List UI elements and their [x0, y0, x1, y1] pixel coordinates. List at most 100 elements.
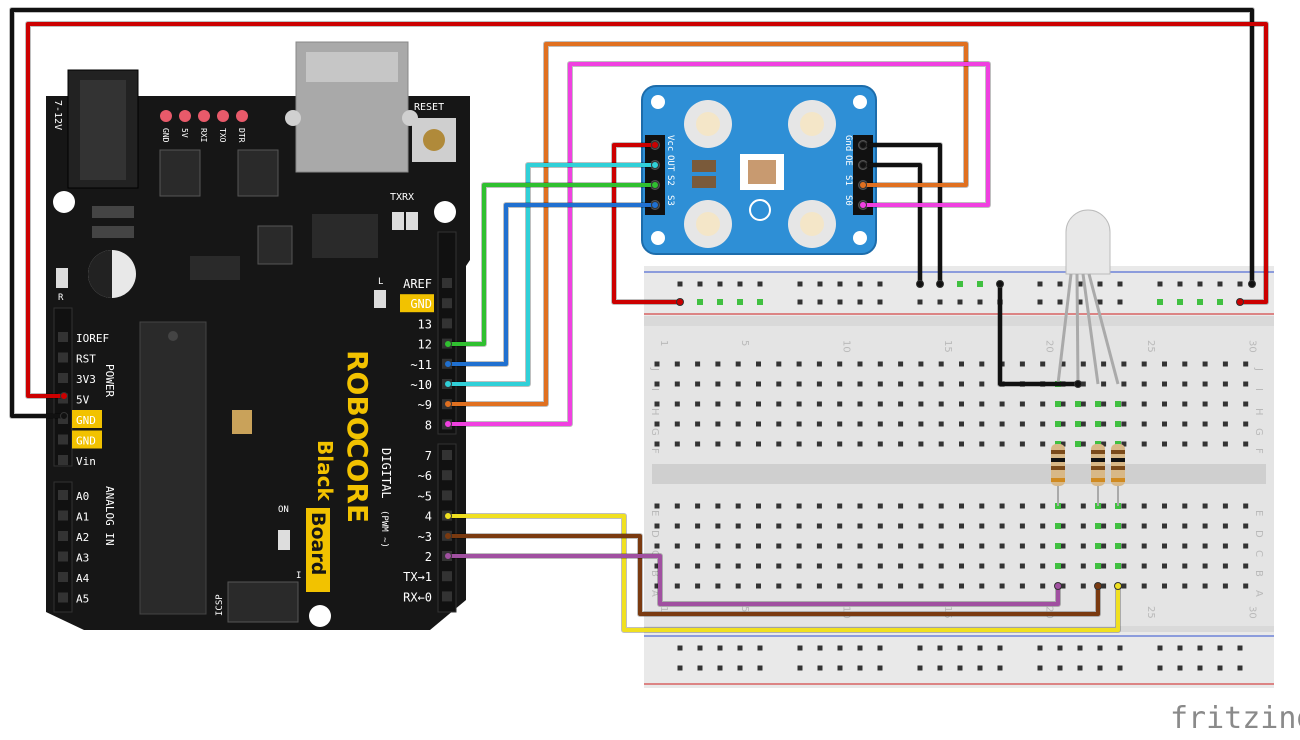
- breadboard-hole[interactable]: [877, 401, 883, 407]
- breadboard-hole[interactable]: [857, 361, 863, 367]
- breadboard-hole[interactable]: [959, 361, 964, 367]
- breadboard-hole[interactable]: [1222, 503, 1228, 509]
- breadboard-hole[interactable]: [695, 503, 701, 509]
- breadboard-hole[interactable]: [1182, 401, 1188, 407]
- rail-hole[interactable]: [1097, 645, 1103, 651]
- connected-hole[interactable]: [697, 299, 703, 305]
- rail-hole[interactable]: [737, 665, 743, 671]
- breadboard-hole[interactable]: [674, 421, 680, 427]
- breadboard-hole[interactable]: [1040, 401, 1046, 407]
- breadboard-hole[interactable]: [918, 583, 924, 589]
- breadboard-hole[interactable]: [837, 441, 843, 447]
- rail-hole[interactable]: [797, 299, 803, 305]
- breadboard-hole[interactable]: [756, 503, 761, 509]
- oe-sensor-wire[interactable]: [863, 163, 922, 284]
- breadboard-hole[interactable]: [1141, 563, 1147, 569]
- wire-end[interactable]: [651, 141, 659, 149]
- breadboard-hole[interactable]: [776, 441, 782, 447]
- breadboard-hole[interactable]: [1101, 503, 1107, 509]
- breadboard-hole[interactable]: [1101, 401, 1107, 407]
- breadboard-hole[interactable]: [1141, 523, 1147, 529]
- rail-hole[interactable]: [1037, 299, 1043, 305]
- rail-hole[interactable]: [757, 665, 763, 671]
- header-pin[interactable]: [58, 592, 68, 603]
- rail-hole[interactable]: [1237, 281, 1243, 287]
- breadboard-hole[interactable]: [1019, 563, 1025, 569]
- breadboard-hole[interactable]: [816, 523, 822, 529]
- breadboard-hole[interactable]: [1060, 543, 1066, 549]
- rail-hole[interactable]: [1117, 299, 1123, 305]
- breadboard-hole[interactable]: [1121, 421, 1127, 427]
- rail-hole[interactable]: [877, 281, 883, 287]
- breadboard-hole[interactable]: [1101, 361, 1107, 367]
- breadboard-hole[interactable]: [816, 583, 822, 589]
- breadboard-hole[interactable]: [1243, 381, 1249, 387]
- connected-hole[interactable]: [977, 281, 983, 287]
- breadboard-hole[interactable]: [1243, 421, 1249, 427]
- rail-hole[interactable]: [757, 645, 763, 651]
- breadboard-hole[interactable]: [837, 523, 843, 529]
- breadboard-hole[interactable]: [1141, 583, 1147, 589]
- connected-hole[interactable]: [1055, 421, 1061, 427]
- header-pin[interactable]: [58, 455, 68, 465]
- breadboard-hole[interactable]: [654, 503, 660, 509]
- rail-hole[interactable]: [817, 645, 823, 651]
- s3-wire[interactable]: [448, 203, 655, 366]
- connected-hole[interactable]: [1055, 523, 1061, 529]
- pin2-wire[interactable]: [448, 554, 1060, 606]
- breadboard-hole[interactable]: [999, 361, 1005, 367]
- breadboard-hole[interactable]: [837, 381, 843, 387]
- breadboard-hole[interactable]: [979, 361, 985, 367]
- breadboard-hole[interactable]: [918, 503, 924, 509]
- connected-hole[interactable]: [1095, 401, 1101, 407]
- rail-hole[interactable]: [957, 645, 963, 651]
- wire-end[interactable]: [651, 161, 659, 169]
- breadboard-hole[interactable]: [1162, 543, 1167, 549]
- breadboard-hole[interactable]: [1060, 401, 1066, 407]
- breadboard-hole[interactable]: [1060, 563, 1066, 569]
- breadboard-hole[interactable]: [654, 583, 660, 589]
- breadboard-hole[interactable]: [1080, 563, 1086, 569]
- breadboard-hole[interactable]: [796, 361, 802, 367]
- breadboard-hole[interactable]: [1202, 401, 1208, 407]
- breadboard-hole[interactable]: [796, 381, 802, 387]
- wire-end[interactable]: [859, 181, 867, 189]
- connected-hole[interactable]: [1217, 299, 1223, 305]
- rail-hole[interactable]: [857, 645, 863, 651]
- breadboard-hole[interactable]: [654, 401, 660, 407]
- breadboard-hole[interactable]: [938, 361, 944, 367]
- wire-end[interactable]: [444, 360, 452, 368]
- breadboard-hole[interactable]: [1243, 583, 1249, 589]
- rail-hole[interactable]: [1197, 281, 1203, 287]
- breadboard-hole[interactable]: [1040, 523, 1046, 529]
- breadboard-hole[interactable]: [1162, 361, 1167, 367]
- breadboard-hole[interactable]: [1162, 421, 1167, 427]
- breadboard-hole[interactable]: [1222, 523, 1228, 529]
- breadboard-hole[interactable]: [1182, 361, 1188, 367]
- rail-hole[interactable]: [837, 645, 843, 651]
- breadboard-hole[interactable]: [959, 583, 964, 589]
- breadboard-hole[interactable]: [857, 583, 863, 589]
- rail-hole[interactable]: [1077, 281, 1083, 287]
- connected-hole[interactable]: [1075, 441, 1081, 447]
- connected-hole[interactable]: [1055, 563, 1061, 569]
- connected-hole[interactable]: [1115, 401, 1121, 407]
- s1-wire[interactable]: [448, 42, 968, 406]
- breadboard-hole[interactable]: [959, 441, 964, 447]
- breadboard-hole[interactable]: [938, 523, 944, 529]
- breadboard-hole[interactable]: [1222, 543, 1228, 549]
- breadboard-hole[interactable]: [695, 563, 701, 569]
- connected-hole[interactable]: [757, 299, 763, 305]
- breadboard-hole[interactable]: [1121, 563, 1127, 569]
- connected-hole[interactable]: [1055, 543, 1061, 549]
- breadboard-hole[interactable]: [796, 563, 802, 569]
- breadboard-hole[interactable]: [674, 523, 680, 529]
- rail-hole[interactable]: [1097, 665, 1103, 671]
- header-pin[interactable]: [442, 450, 452, 460]
- header-pin[interactable]: [58, 352, 68, 363]
- out-wire[interactable]: [448, 163, 655, 386]
- breadboard-hole[interactable]: [979, 523, 985, 529]
- rail-hole[interactable]: [697, 281, 703, 287]
- rail-hole[interactable]: [737, 645, 743, 651]
- wire-end[interactable]: [859, 201, 867, 209]
